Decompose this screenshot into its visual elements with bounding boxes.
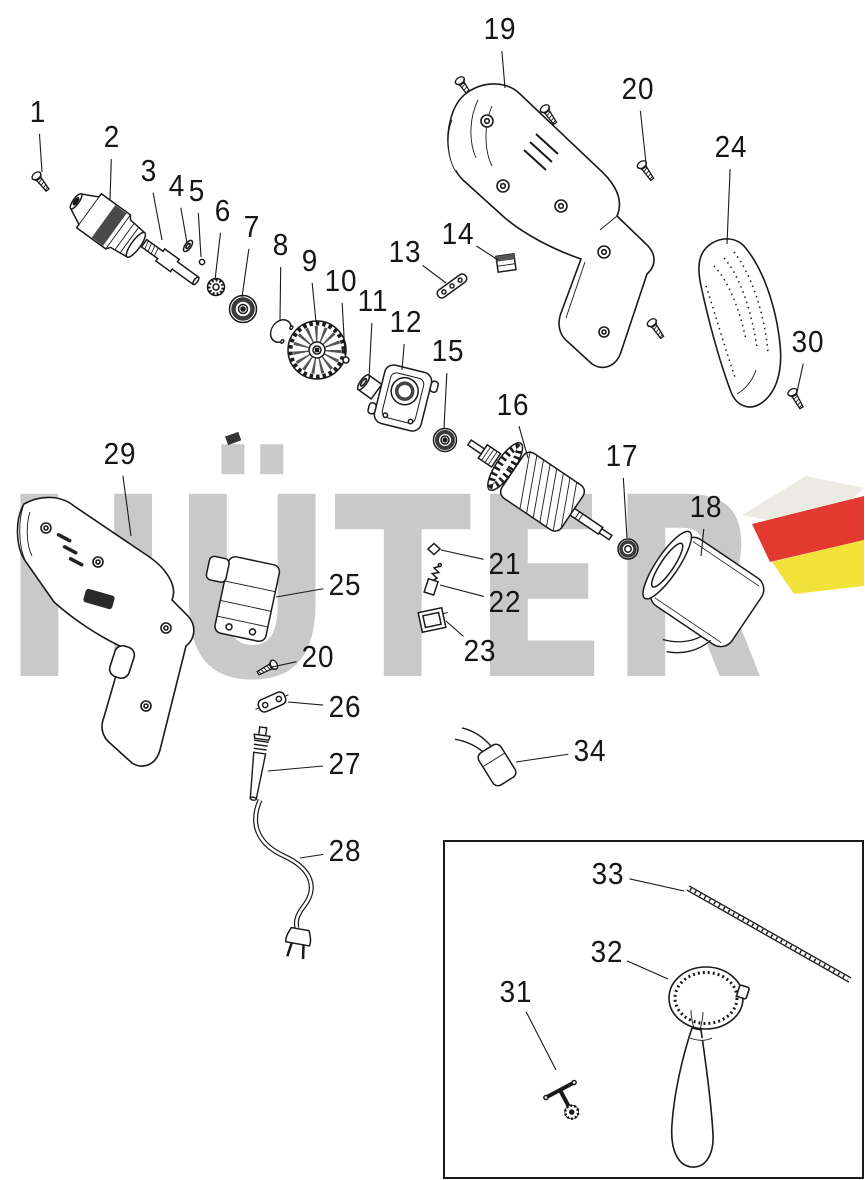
part-27-cable-sleeve [249,726,272,801]
part-31-chuck-key [543,1079,580,1120]
part-23-brush-holder [417,606,448,634]
part-8-circlip [269,319,294,344]
part-29-housing-left [16,496,195,767]
part-15-bearing [432,427,458,453]
accessories-inset-box [443,840,864,1179]
part-10-ball [342,356,350,364]
part-26-cord-clamp [255,691,289,713]
part-5-ball [198,258,206,266]
part-21-nut [426,542,442,556]
part-33-depth-gauge-rod [686,885,852,983]
key-part [225,431,242,446]
part-16-armature [466,438,613,541]
part-28-power-cable [253,799,314,960]
part-3-spindle [140,238,200,286]
part-25-switch [205,555,281,643]
part-18-stator [642,530,765,654]
huter-logo [742,476,864,594]
part-17-bearing [617,538,639,560]
part-7-bearing [228,294,258,324]
part-13-plate [436,273,468,299]
part-14-block [495,252,517,274]
part-6-pinion [206,277,226,297]
part-32-auxiliary-handle [668,966,750,1168]
part-19-housing-right [447,83,655,369]
housing-screw-icon [645,316,668,341]
leader-lines [38,50,804,1071]
part-12-gearbox-plate [367,364,439,432]
part-34-capacitor [454,727,517,787]
part-1-screw [29,169,53,194]
part-24-handle-cover [698,238,782,408]
part-2-chuck [69,192,147,258]
part-9-gear [287,320,347,380]
part-22-carbon-brush [423,562,443,597]
part-30-screw [785,386,807,412]
part-4-washer [182,239,194,253]
